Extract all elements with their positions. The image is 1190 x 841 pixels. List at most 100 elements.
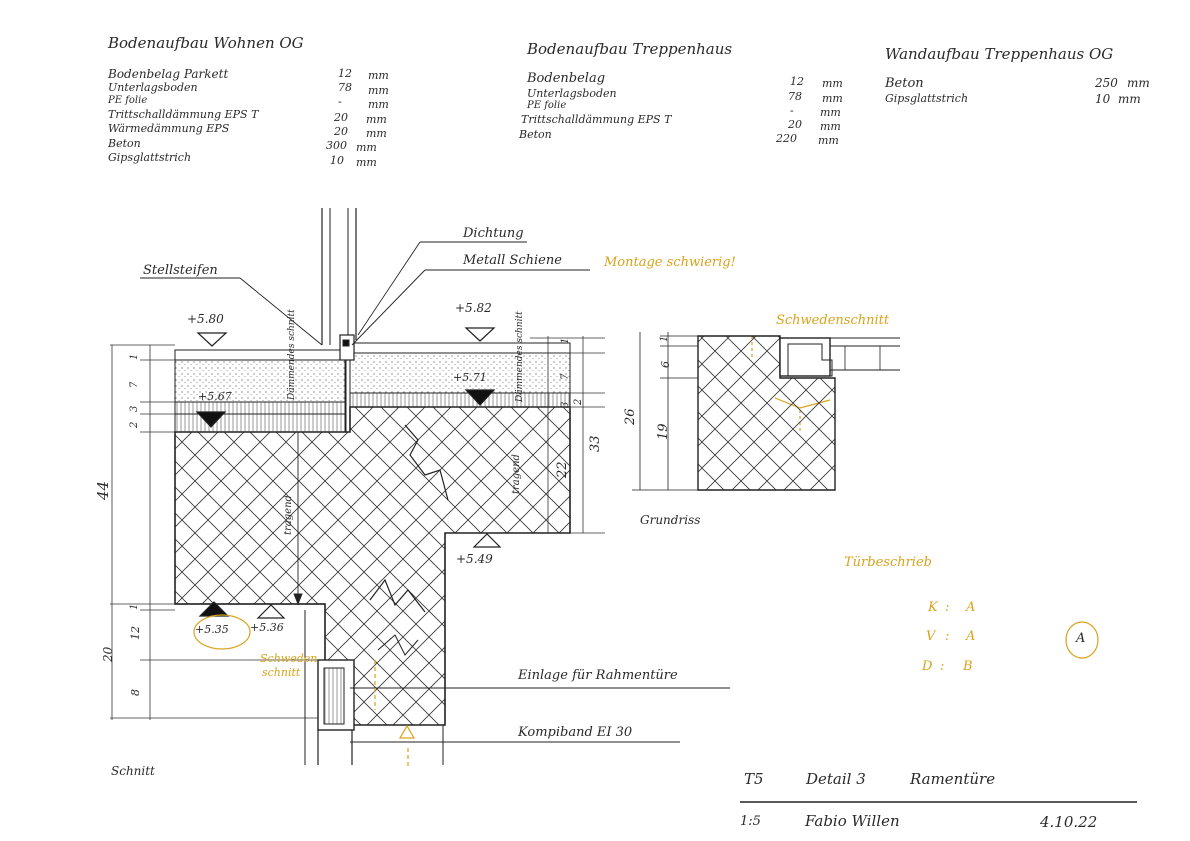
dim-right-33: 33 — [588, 435, 603, 452]
dim-right-22: 22 — [555, 461, 570, 478]
tuer-key: D — [922, 659, 933, 674]
door-frame — [175, 208, 444, 765]
plan-view — [632, 332, 900, 491]
dimension-chain-right — [530, 336, 605, 534]
dim-left-44: 44 — [94, 480, 112, 500]
tuer-title: Türbeschrieb — [844, 555, 932, 570]
wohnen-row-val: - — [338, 95, 342, 108]
tb-date: 4.10.22 — [1040, 813, 1098, 831]
dim-left-20: 20 — [101, 646, 115, 662]
level-580: +5.80 — [187, 312, 224, 326]
label-schwedenschnitt-section: Schweden — [260, 652, 318, 665]
treppenhaus-row-val: 78 — [788, 90, 802, 103]
dim-left-1: 1 — [129, 353, 140, 360]
level-535: +5.35 — [195, 623, 229, 636]
dim-plan-26: 26 — [623, 408, 638, 425]
treppenhaus-row-unit: mm — [822, 92, 843, 105]
tb-detail: Detail 3 — [806, 770, 866, 788]
label-dichtung: Dichtung — [463, 226, 524, 241]
dim-left-2: 2 — [129, 421, 140, 428]
tuer-sep: : — [940, 659, 945, 674]
leader-lines — [140, 241, 730, 743]
wand-row-unit: mm — [1118, 92, 1141, 106]
label-schwedenschnitt-plan: Schwedenschnitt — [776, 313, 890, 328]
dim-right-2: 2 — [573, 398, 584, 405]
treppenhaus-row-val: 20 — [788, 118, 802, 131]
tuer-value: A — [966, 629, 976, 644]
wohnen-row-unit: mm — [366, 113, 387, 126]
treppenhaus-row-label: Trittschalldämmung EPS T — [521, 113, 672, 126]
tuer-sep: : — [945, 629, 950, 644]
tb-name: Ramentüre — [910, 770, 996, 788]
dim-right-7: 7 — [560, 373, 571, 380]
wohnen-row-unit: mm — [366, 127, 387, 140]
tuer-key: K — [928, 600, 938, 615]
wand-title: Wandaufbau Treppenhaus OG — [885, 45, 1114, 63]
level-549: +5.49 — [456, 552, 493, 566]
wohnen-row-unit: mm — [368, 69, 389, 82]
label-kompiband: Kompiband EI 30 — [518, 725, 633, 740]
wohnen-row-unit: mm — [356, 156, 377, 169]
level-582: +5.82 — [455, 301, 492, 315]
treppenhaus-row-unit: mm — [820, 106, 841, 119]
label-einlage: Einlage für Rahmentüre — [518, 668, 678, 683]
label-tragend-right: tragend — [511, 454, 522, 494]
treppenhaus-title: Bodenaufbau Treppenhaus — [527, 40, 733, 58]
wohnen-row-label: Bodenbelag Parkett — [108, 67, 229, 81]
dim-left-8: 8 — [129, 689, 142, 696]
treppenhaus-row-unit: mm — [818, 134, 839, 147]
wohnen-row-unit: mm — [368, 98, 389, 111]
tb-author: Fabio Willen — [805, 812, 900, 830]
treppenhaus-row-label: PE folie — [527, 100, 567, 111]
dim-left-7: 7 — [129, 381, 140, 388]
label-schnitt: Schnitt — [111, 764, 155, 778]
tb-scale: 1:5 — [740, 814, 761, 829]
dim-left-12: 12 — [129, 626, 142, 640]
wohnen-row-label: Wärmedämmung EPS — [108, 122, 230, 135]
wand-row-val: 10 — [1095, 92, 1111, 106]
wohnen-row-val: 300 — [326, 139, 347, 152]
tb-code: T5 — [744, 770, 764, 788]
wand-row-label: Gipsglattstrich — [885, 92, 969, 105]
label-grundriss: Grundriss — [640, 513, 701, 527]
level-567: +5.67 — [198, 390, 232, 403]
tuer-value: A — [966, 600, 976, 615]
dimension-chain-left — [110, 344, 318, 720]
label-schwedenschnitt-section-2: schnitt — [262, 666, 301, 679]
dim-plan-1: 1 — [659, 335, 670, 342]
wand-row-unit: mm — [1127, 76, 1150, 90]
level-markers — [195, 327, 502, 739]
label-stellsteifen: Stellsteifen — [143, 263, 218, 278]
wohnen-title: Bodenaufbau Wohnen OG — [108, 34, 304, 52]
treppenhaus-row-label: Unterlagsboden — [527, 87, 617, 100]
label-montage: Montage schwierig! — [604, 255, 736, 270]
label-metall-schiene: Metall Schiene — [463, 253, 562, 268]
wand-row-label: Beton — [885, 76, 924, 91]
label-daemmend-left: Dämmendes schnitt — [287, 309, 297, 400]
wohnen-row-label: Trittschalldämmung EPS T — [108, 108, 259, 121]
tuer-value: B — [963, 659, 973, 674]
wohnen-row-val: 20 — [334, 125, 348, 138]
floor-layers-right — [349, 342, 571, 408]
wohnen-row-val: 10 — [330, 154, 344, 167]
wohnen-row-label: Gipsglattstrich — [108, 151, 192, 164]
treppenhaus-row-val: 12 — [790, 75, 804, 88]
treppenhaus-row-unit: mm — [822, 77, 843, 90]
wohnen-row-label: Unterlagsboden — [108, 81, 198, 94]
treppenhaus-row-label: Beton — [519, 128, 552, 141]
wohnen-row-label: PE folie — [108, 95, 148, 106]
wohnen-row-unit: mm — [368, 84, 389, 97]
wohnen-row-val: 78 — [338, 81, 352, 94]
dim-plan-6: 6 — [659, 361, 672, 368]
dim-plan-19: 19 — [656, 423, 671, 440]
dim-left-3: 3 — [129, 405, 140, 412]
level-571: +5.71 — [453, 371, 487, 384]
floor-layers-left — [174, 349, 346, 433]
treppenhaus-row-unit: mm — [820, 120, 841, 133]
wohnen-row-val: 20 — [334, 111, 348, 124]
treppenhaus-row-val: 220 — [776, 132, 797, 145]
tuer-key: V — [926, 629, 936, 644]
tuer-circle-label: A — [1076, 631, 1086, 646]
label-daemmend-right: Dämmendes schnitt — [515, 311, 525, 402]
